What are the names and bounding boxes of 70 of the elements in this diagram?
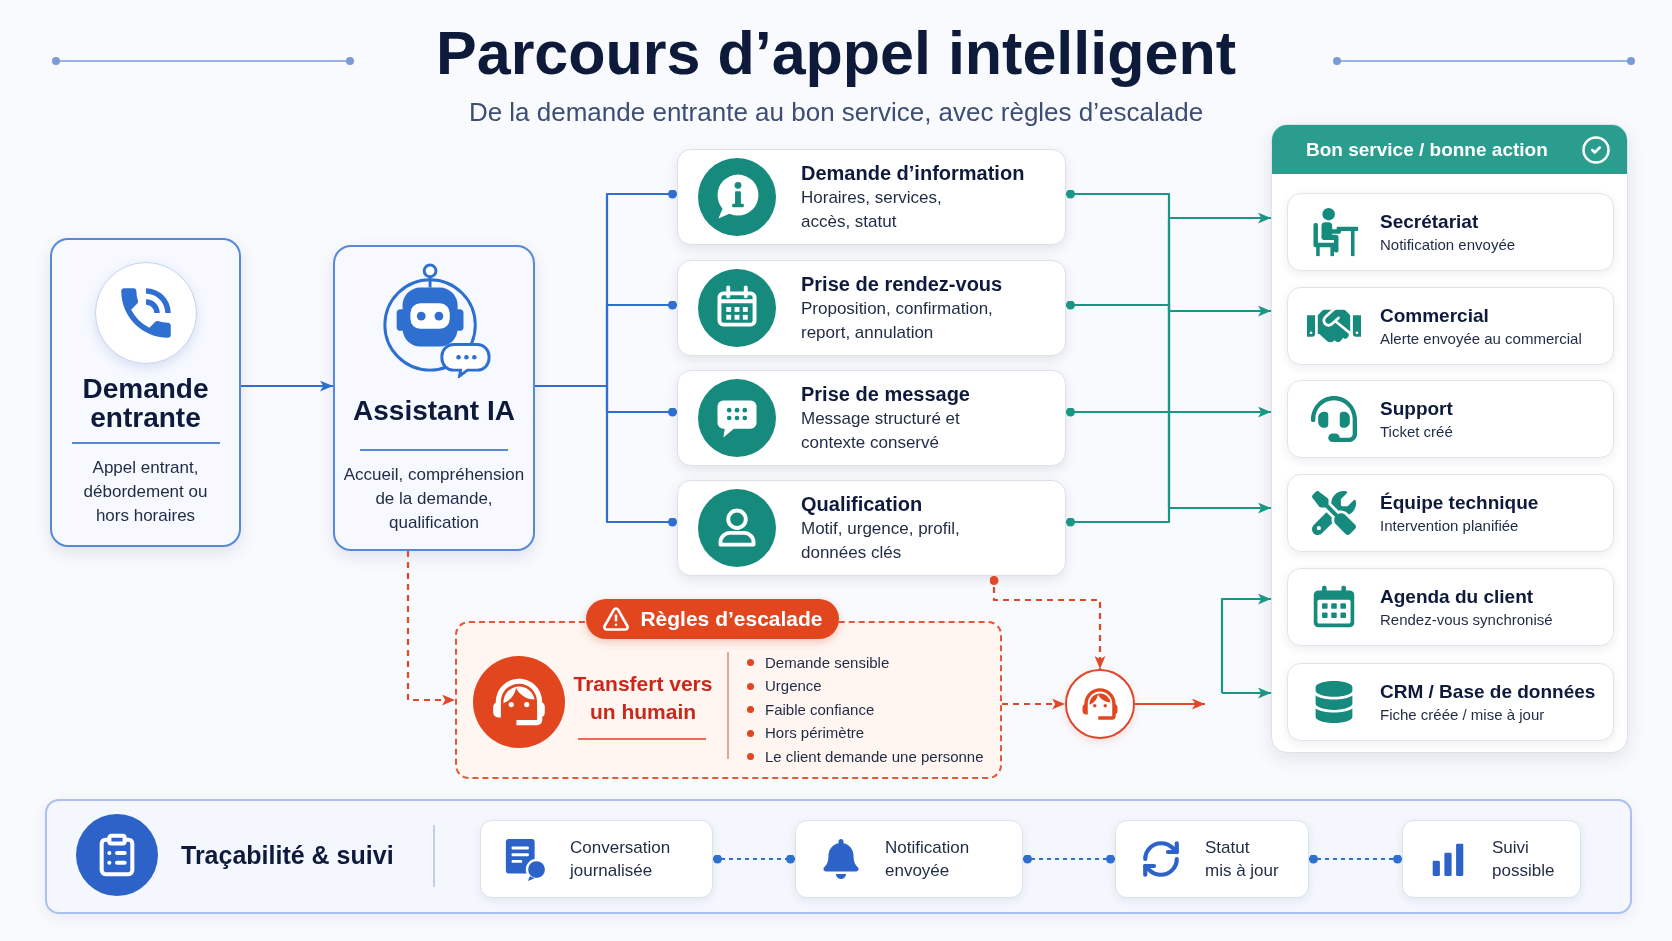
card-title: Demande d’information [801, 161, 1025, 186]
card-title: Équipe technique [1380, 490, 1539, 515]
dashed-arrow [1002, 698, 1065, 710]
rule-text: Faible confiance [765, 699, 875, 720]
panel-title: Bon service / bonne action [1306, 138, 1548, 162]
log-card [795, 820, 1023, 898]
rule-text: Urgence [765, 676, 822, 697]
arrow [1066, 300, 1271, 317]
card-description: Accueil, compréhension de la demande, qualification [343, 464, 525, 534]
card-title: Support [1380, 396, 1453, 421]
destination-card [1287, 287, 1614, 365]
arrow [1135, 698, 1205, 710]
arrow [241, 380, 333, 392]
card-description: Notification envoyée [1380, 234, 1516, 255]
request-card [677, 480, 1066, 576]
arrow [1222, 687, 1271, 699]
rule-text: Demande sensible [765, 652, 890, 673]
step-label: Notification envoyée [885, 837, 971, 882]
rule-text: Le client demande une personne [765, 746, 984, 767]
destination-card [1287, 193, 1614, 271]
dashed-arrow [406, 551, 455, 706]
card-title: Demande entrante [81, 374, 210, 432]
step-card [333, 245, 535, 551]
page-subtitle: De la demande entrante au bon service, avec règles d’escalade [468, 96, 1204, 129]
dot-connector [535, 384, 677, 527]
card-title: CRM / Base de données [1380, 679, 1596, 704]
destination-card [1287, 568, 1614, 646]
destination-card [1287, 663, 1614, 741]
band-title: Traçabilité & suivi [181, 840, 394, 871]
arrow [1220, 593, 1271, 693]
card-title: Assistant IA [352, 395, 516, 425]
rule-text: Hors périmètre [765, 723, 865, 744]
step-card [50, 238, 241, 547]
log-card [480, 820, 713, 898]
request-card [677, 149, 1066, 245]
card-description: Intervention planifiée [1380, 515, 1520, 536]
card-description: Appel entrant, débordement ou hors horaires [82, 457, 209, 527]
step-label: Suivi possible [1492, 837, 1556, 882]
dashed-dot-connector [1309, 854, 1402, 864]
card-description: Fiche créée / mise à jour [1380, 704, 1546, 725]
card-title: Secrétariat [1380, 209, 1480, 234]
transfer-title: Transfert vers un humain [572, 671, 714, 725]
log-card [1402, 820, 1581, 898]
dashed-dot-connector [1023, 854, 1115, 864]
destination-card [1287, 474, 1614, 552]
dashed-arrow [989, 576, 1106, 669]
dashed-dot-connector [713, 854, 795, 864]
card-title: Prise de rendez-vous [801, 272, 1003, 297]
step-label: Statut mis à jour [1205, 837, 1280, 882]
card-title: Agenda du client [1380, 584, 1535, 609]
destination-card [1287, 380, 1614, 458]
card-description: Ticket créé [1380, 421, 1453, 442]
badge-label: Règles d’escalade [640, 606, 823, 632]
card-description: Rendez-vous synchronisé [1380, 609, 1553, 630]
log-card [1115, 820, 1309, 898]
step-label: Conversation journalisée [570, 837, 672, 882]
card-description: Proposition, confirmation, report, annulation [801, 298, 994, 344]
page-title: Parcours d’appel intelligent [436, 18, 1236, 88]
request-card [677, 370, 1066, 466]
card-description: Motif, urgence, profil, données clés [801, 518, 961, 564]
card-title: Prise de message [801, 382, 971, 407]
request-card [677, 260, 1066, 356]
card-title: Commercial [1380, 303, 1490, 328]
arrow [1066, 406, 1271, 418]
card-description: Alerte envoyée au commercial [1380, 328, 1582, 349]
card-title: Qualification [801, 492, 924, 517]
card-description: Horaires, services, accès, statut [801, 187, 943, 233]
destination-panel [1271, 124, 1628, 753]
tracking-band [45, 799, 1632, 914]
card-description: Message structuré et contexte conservé [801, 408, 961, 454]
